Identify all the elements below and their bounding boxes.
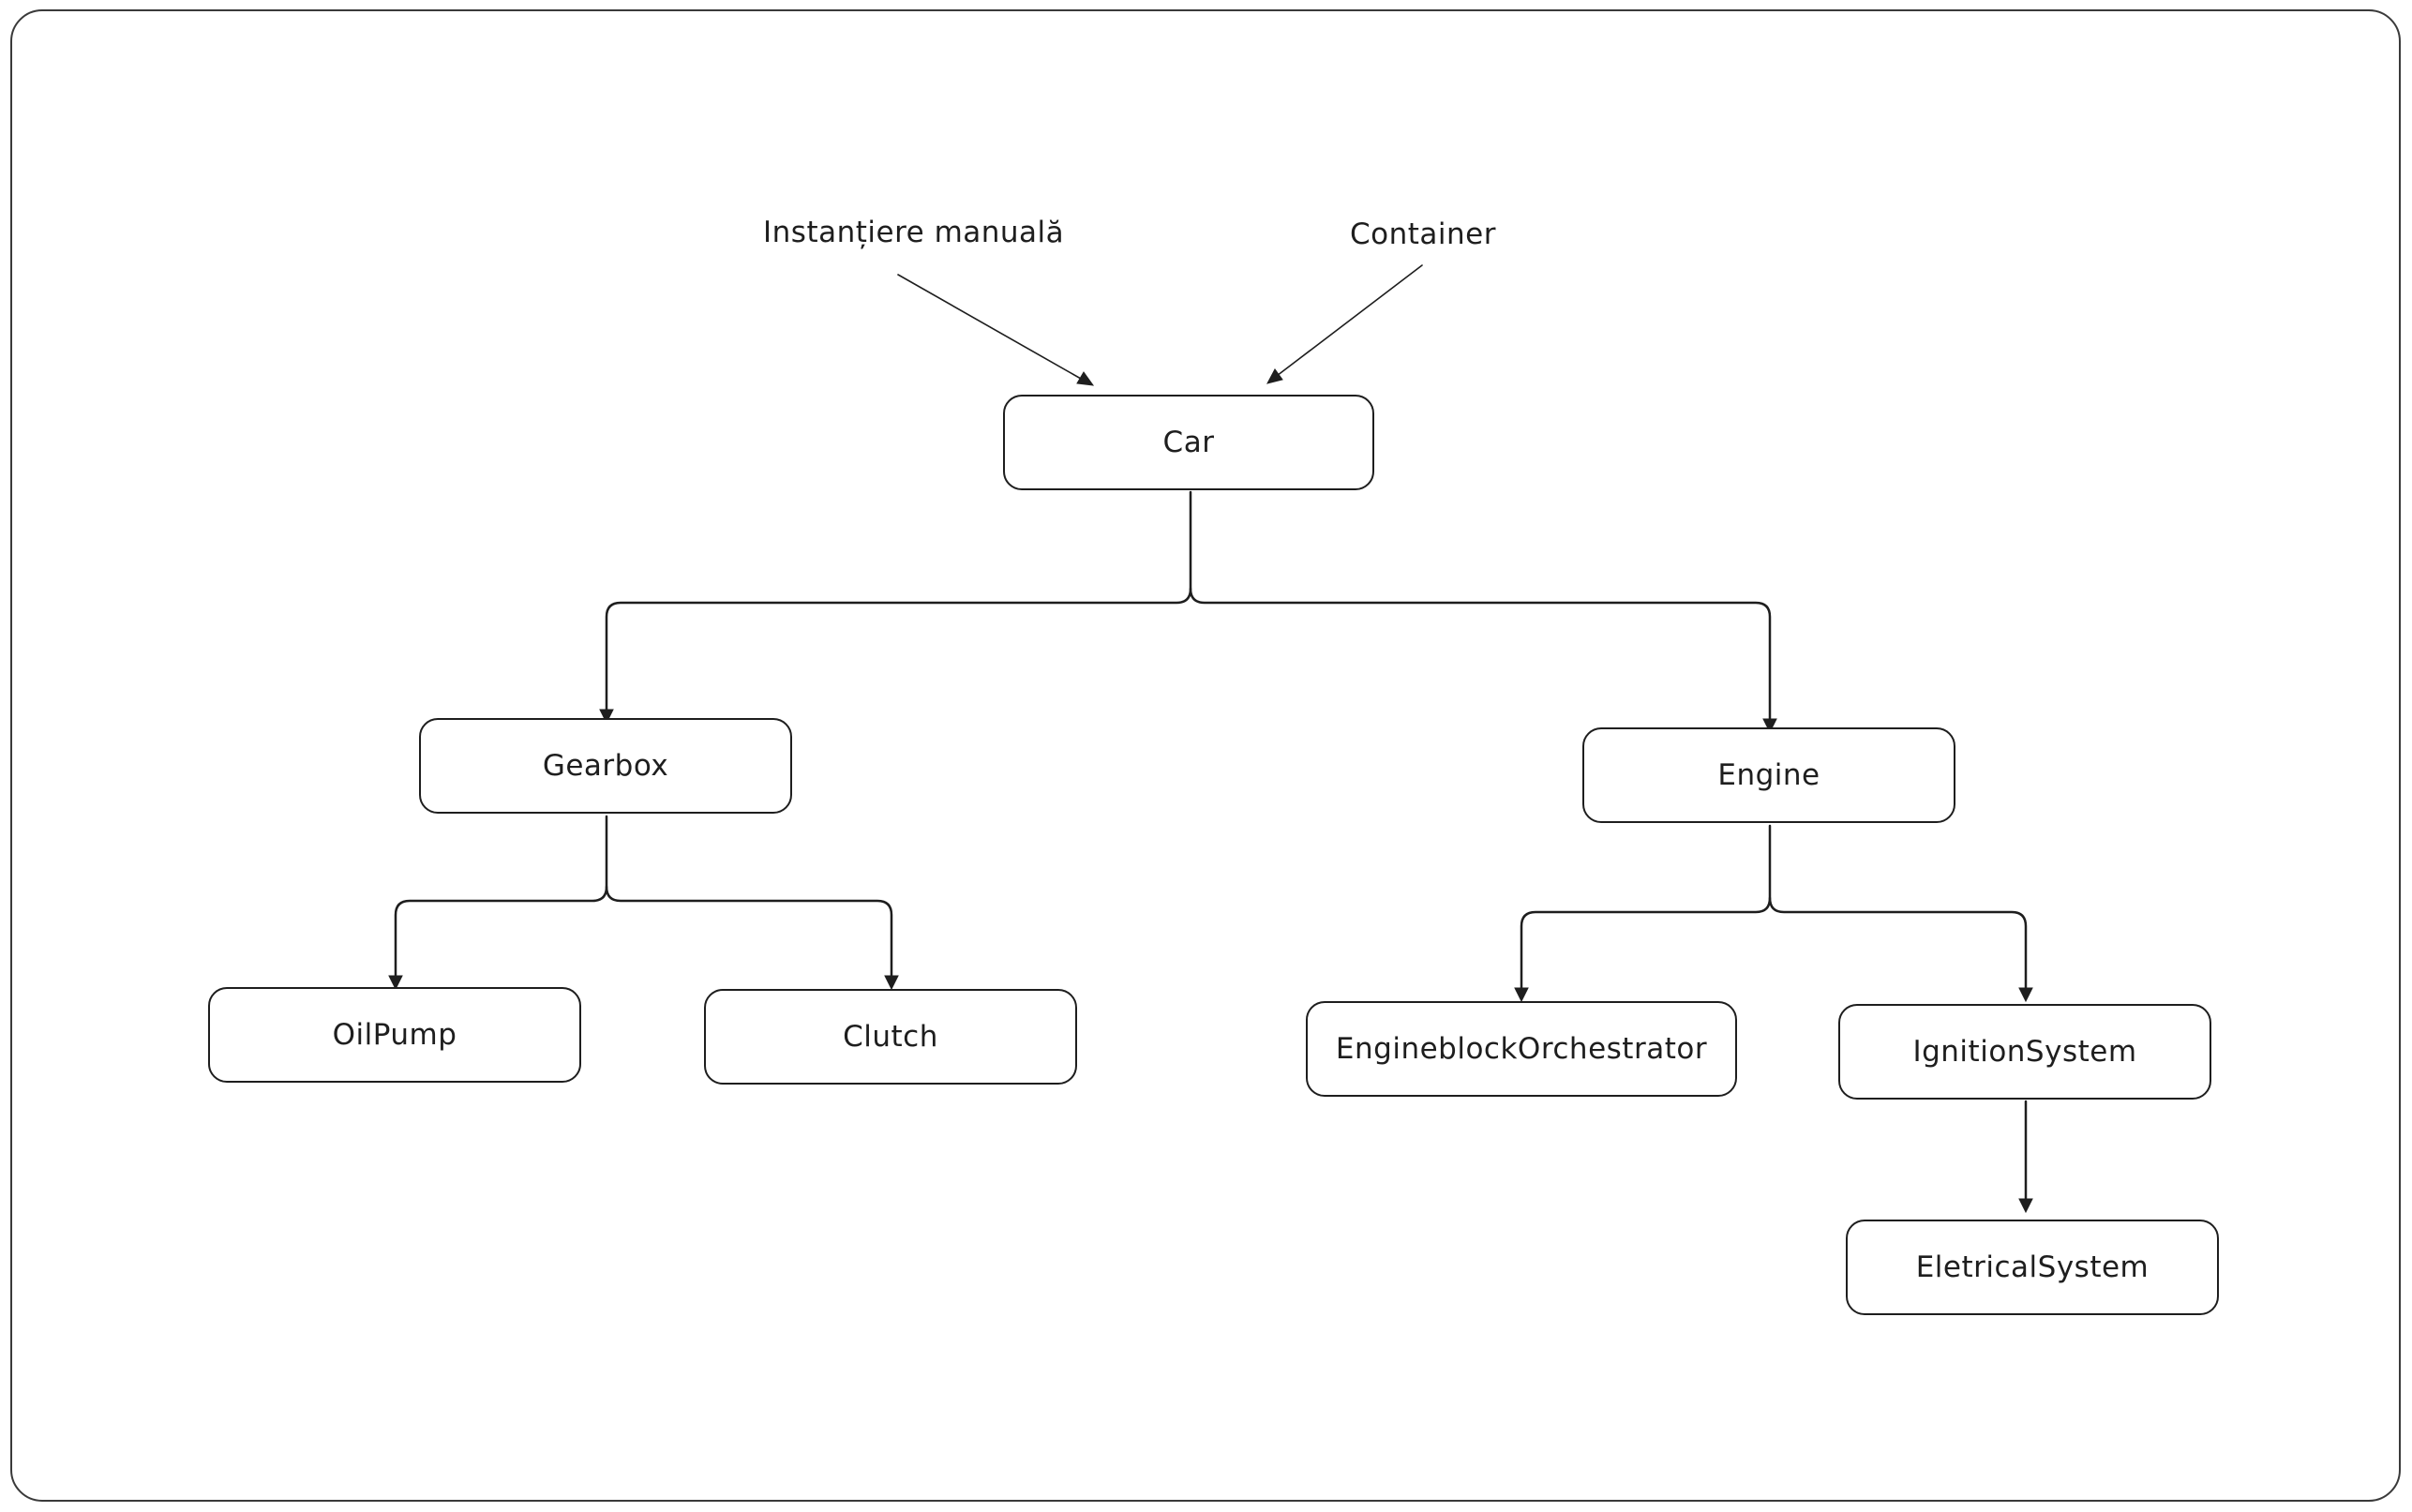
node-engineblock-orchestrator[interactable]: EngineblockOrchestrator [1306,1001,1737,1097]
label-container: Container [1350,217,1496,251]
node-car[interactable]: Car [1003,395,1374,490]
edge-container-to-car [1266,264,1423,384]
edge-engine-to-engineblock [1514,824,1772,1003]
node-ignition-system[interactable]: IgnitionSystem [1838,1004,2211,1100]
label-manual-instantiation: Instanțiere manuală [763,216,1065,249]
edge-gearbox-to-oilpump [388,815,608,991]
edge-ignition-to-electrical [2018,1100,2033,1214]
edge-manual-to-car [897,274,1095,386]
node-gearbox[interactable]: Gearbox [419,718,792,814]
edge-gearbox-to-clutch [605,885,899,991]
edge-engine-to-ignition [1768,896,2033,1003]
edge-car-to-gearbox [599,490,1192,725]
node-oilpump[interactable]: OilPump [208,987,581,1083]
node-electrical-system[interactable]: EletricalSystem [1846,1220,2219,1315]
node-engine[interactable]: Engine [1582,727,1955,823]
edge-car-to-engine [1189,587,1777,734]
node-clutch[interactable]: Clutch [704,989,1077,1085]
